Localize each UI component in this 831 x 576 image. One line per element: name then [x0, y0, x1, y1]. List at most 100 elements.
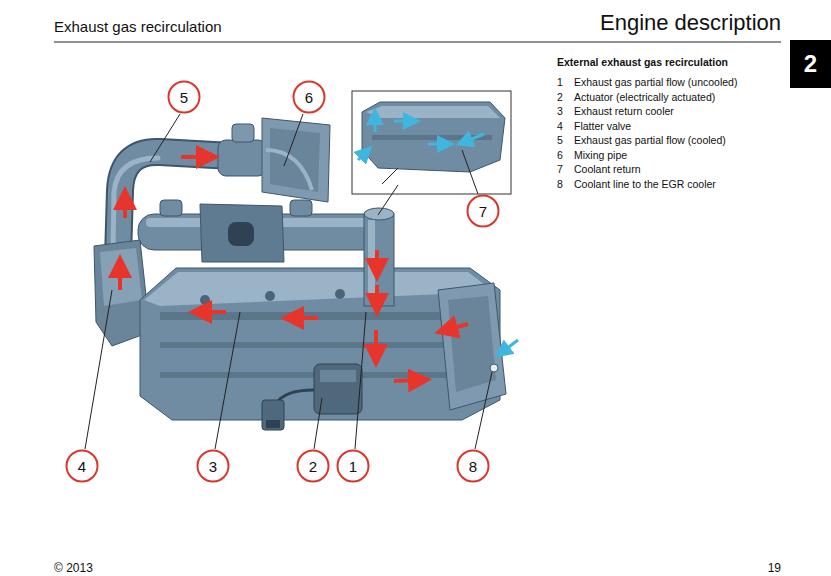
page-title: Engine description	[600, 10, 781, 36]
leader-line-part	[284, 114, 303, 166]
flow-arrow-part	[375, 250, 379, 270]
key-row: 7Coolant return	[557, 162, 742, 177]
inset-detail-part-part	[394, 120, 412, 123]
page-number: 19	[768, 561, 781, 575]
header-rule	[54, 42, 781, 43]
copyright: © 2013	[54, 561, 93, 575]
callout-number: 8	[469, 458, 477, 475]
callout-number: 3	[209, 458, 217, 475]
callout-circle: 2	[296, 449, 330, 483]
flow-arrow-part	[123, 198, 127, 218]
egr-module-part	[160, 372, 460, 378]
key-text: Actuator (electrically actuated)	[574, 90, 742, 105]
leader-line-part	[314, 398, 322, 449]
egr-module-part	[160, 200, 182, 216]
egr-module-part	[320, 370, 356, 382]
coolant-arrow	[502, 340, 518, 352]
callout-number: 7	[479, 203, 487, 220]
callout-number: 2	[309, 458, 317, 475]
egr-module-part	[113, 158, 158, 250]
inset-detail-part	[378, 185, 398, 215]
flow-arrow-part	[374, 330, 378, 356]
egr-module-part	[262, 118, 330, 202]
key-text: Flatter valve	[574, 119, 742, 134]
parts-key: External exhaust gas recirculation 1Exhau…	[557, 55, 742, 191]
inset-detail-part-part	[374, 116, 377, 132]
egr-module-part	[218, 140, 266, 176]
egr-module-part	[265, 291, 275, 301]
flow-arrow-part	[181, 155, 208, 159]
egr-module-part	[448, 296, 496, 392]
egr-module-part	[490, 364, 498, 372]
egr-module-part	[200, 295, 210, 305]
callout-ring	[338, 451, 369, 482]
callout-circle: 1	[336, 449, 370, 483]
callout-ring	[294, 82, 325, 113]
callout-ring	[298, 451, 329, 482]
key-number: 2	[557, 90, 574, 105]
callout-circle: 4	[65, 449, 99, 483]
key-row: 6Mixing pipe	[557, 148, 742, 163]
key-row: 8Coolant line to the EGR cooler	[557, 177, 742, 192]
key-row: 3Exhaust return cooler	[557, 104, 742, 119]
egr-module-part	[314, 364, 362, 414]
egr-module-part	[160, 312, 460, 320]
key-text: Mixing pipe	[574, 148, 742, 163]
egr-module-part	[335, 289, 345, 299]
chapter-tab: 2	[790, 40, 831, 88]
key-number: 6	[557, 148, 574, 163]
key-row: 1Exhaust gas partial flow (uncooled)	[557, 75, 742, 90]
key-heading: External exhaust gas recirculation	[557, 55, 742, 69]
leader-line-part	[215, 312, 240, 449]
egr-module-part	[438, 283, 506, 410]
callout-number: 4	[78, 458, 86, 475]
flow-arrow-part	[375, 285, 379, 305]
leader-line-part	[355, 312, 366, 449]
leader-line-part	[462, 150, 478, 194]
flow-arrow-part	[292, 316, 318, 320]
key-text: Exhaust gas partial flow (cooled)	[574, 133, 742, 148]
callout-number: 1	[349, 458, 357, 475]
chapter-number: 2	[804, 50, 817, 78]
key-number: 7	[557, 162, 574, 177]
callout-ring	[458, 451, 489, 482]
inset-detail-part	[352, 91, 511, 194]
egr-module-part	[160, 342, 460, 348]
key-text: Coolant return	[574, 162, 742, 177]
flow-arrow-part	[394, 380, 420, 381]
leader-line-part	[475, 372, 492, 449]
callout-ring	[67, 451, 98, 482]
key-number: 4	[557, 119, 574, 134]
egr-module-part	[100, 248, 142, 306]
egr-module-part	[262, 400, 284, 430]
egr-module-part	[364, 214, 394, 306]
key-number: 3	[557, 104, 574, 119]
callout-circle: 3	[196, 449, 230, 483]
key-text: Coolant line to the EGR cooler	[574, 177, 742, 192]
leader-line-part	[85, 290, 112, 449]
inset-detail-part-part	[464, 134, 484, 142]
flow-arrow-part	[200, 310, 226, 314]
callout-number: 5	[180, 89, 188, 106]
callout-number: 6	[305, 89, 313, 106]
callout-circle: 6	[292, 80, 326, 114]
key-number: 5	[557, 133, 574, 148]
egr-module-part	[368, 220, 375, 300]
callout-circle: 5	[167, 80, 201, 114]
egr-module-part	[290, 200, 312, 216]
inset-detail-part	[362, 102, 505, 172]
flow-arrow-part	[118, 266, 122, 290]
leader-line	[85, 114, 492, 449]
egr-module-part	[232, 124, 254, 142]
inset-detail-part	[366, 106, 500, 118]
key-row: 2Actuator (electrically actuated)	[557, 90, 742, 105]
callout-ring	[198, 451, 229, 482]
key-number: 8	[557, 177, 574, 192]
key-text: Exhaust gas partial flow (uncooled)	[574, 75, 742, 90]
inset-detail-part	[382, 168, 398, 184]
callout-ring	[468, 196, 499, 227]
flow-arrow-part	[446, 324, 468, 330]
egr-module-part	[266, 150, 312, 190]
key-row: 5Exhaust gas partial flow (cooled)	[557, 133, 742, 148]
inset-detail-part	[358, 116, 484, 160]
